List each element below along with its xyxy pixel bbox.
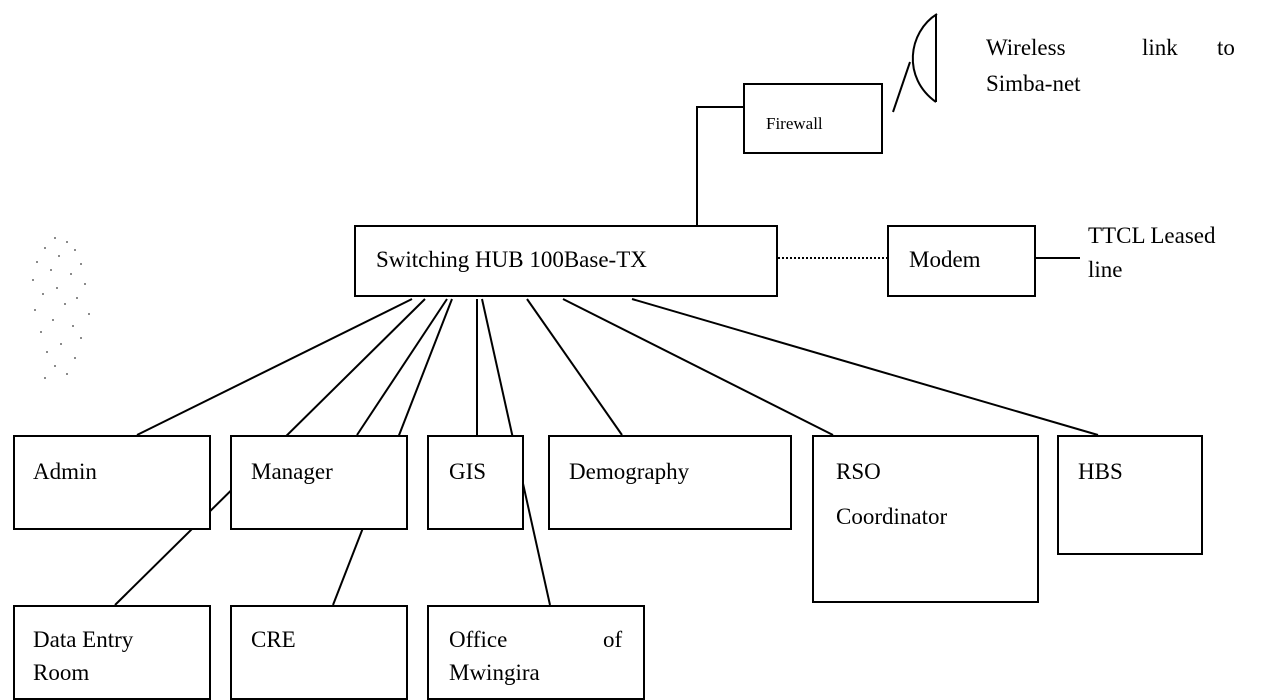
- rso-box: [812, 435, 1039, 603]
- wireless-line2: Simba-net: [986, 71, 1081, 96]
- link-rso: [562, 298, 834, 436]
- antenna-mast: [892, 61, 911, 113]
- firewall-box: [743, 83, 883, 154]
- switch-box: [354, 225, 778, 297]
- wireless-word1: Wireless: [986, 35, 1066, 60]
- link-manager: [356, 298, 448, 436]
- switch-firewall-link: [696, 106, 745, 225]
- cre-box: [230, 605, 408, 700]
- data-entry-label-line1: Data Entry: [33, 627, 134, 652]
- link-hbs: [631, 298, 1099, 436]
- gis-box: [427, 435, 524, 530]
- manager-box: [230, 435, 408, 530]
- switch-label: Switching HUB 100Base-TX: [376, 247, 647, 272]
- office-label-word1: Office: [449, 627, 508, 652]
- hbs-label: HBS: [1078, 459, 1123, 484]
- wireless-word3: to: [1217, 35, 1235, 60]
- rso-label-line1: RSO: [836, 459, 881, 484]
- hbs-box: [1057, 435, 1203, 555]
- office-label-word2: of: [603, 627, 623, 652]
- link-admin: [136, 298, 413, 436]
- firewall-label: Firewall: [766, 114, 823, 133]
- data-entry-label-line2: Room: [33, 660, 90, 685]
- demography-label: Demography: [569, 459, 690, 484]
- antenna-dish-icon: [911, 13, 938, 103]
- manager-label: Manager: [251, 459, 333, 484]
- demography-box: [548, 435, 792, 530]
- data-entry-box: [13, 605, 211, 700]
- admin-label: Admin: [33, 459, 97, 484]
- rso-label-line2: Coordinator: [836, 504, 948, 529]
- office-label-line2: Mwingira: [449, 660, 540, 685]
- ttcl-line1: TTCL Leased: [1088, 223, 1216, 248]
- scan-speckle: [32, 237, 90, 379]
- cre-label: CRE: [251, 627, 296, 652]
- ttcl-line2: line: [1088, 257, 1123, 282]
- wireless-word2: link: [1142, 35, 1178, 60]
- modem-label: Modem: [909, 247, 981, 272]
- gis-label: GIS: [449, 459, 487, 484]
- link-demography: [526, 298, 623, 436]
- admin-box: [13, 435, 211, 530]
- modem-box: [887, 225, 1036, 297]
